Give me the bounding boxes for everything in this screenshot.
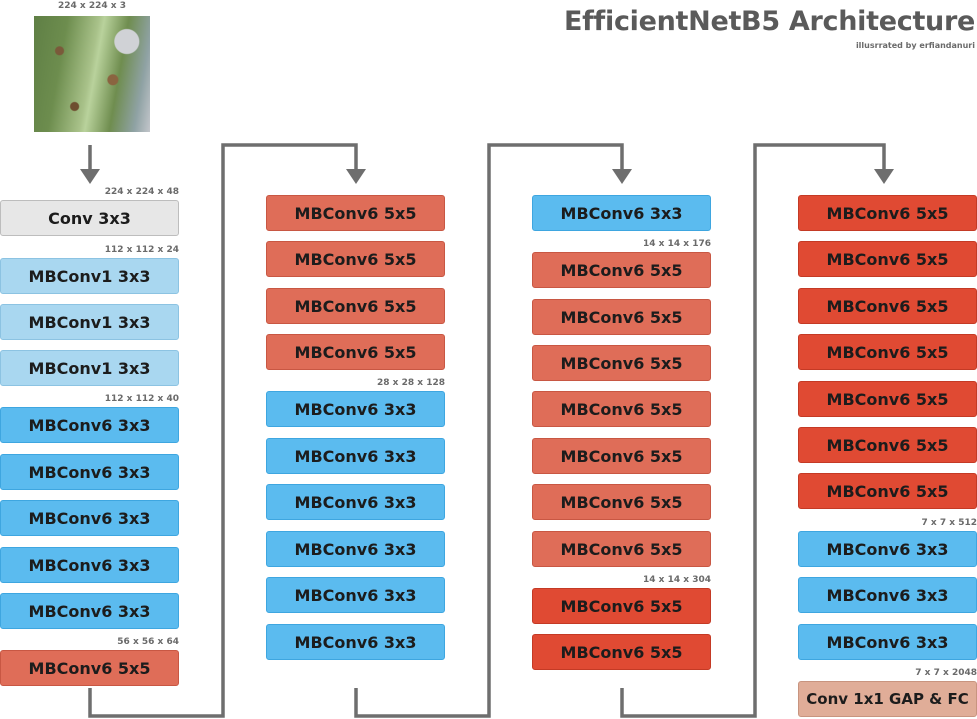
- layer-block: MBConv6 3x3: [266, 531, 445, 567]
- layer-block: MBConv1 3x3: [0, 304, 179, 340]
- tensor-shape-label: 7 x 7 x 2048: [915, 668, 977, 678]
- tensor-shape-label: 7 x 7 x 512: [921, 518, 977, 528]
- input-leaf-image: [34, 16, 150, 132]
- layer-block: MBConv6 5x5: [798, 334, 977, 370]
- layer-block: MBConv6 5x5: [798, 473, 977, 509]
- layer-block: MBConv6 5x5: [532, 299, 711, 335]
- layer-block: MBConv6 3x3: [266, 484, 445, 520]
- layer-block: MBConv1 3x3: [0, 350, 179, 386]
- layer-block: MBConv6 5x5: [798, 241, 977, 277]
- layer-block: MBConv6 3x3: [0, 407, 179, 443]
- diagram-title: EfficientNetB5 Architecture: [563, 6, 975, 37]
- arrowhead-col3: [612, 169, 632, 184]
- tensor-shape-label: 112 x 112 x 24: [104, 245, 179, 255]
- layer-block: MBConv6 3x3: [266, 391, 445, 427]
- tensor-shape-label: 56 x 56 x 64: [117, 637, 179, 647]
- layer-block: MBConv6 5x5: [532, 484, 711, 520]
- tensor-shape-label: 14 x 14 x 304: [643, 575, 711, 585]
- input-arrowhead: [80, 169, 100, 184]
- layer-block: MBConv6 5x5: [532, 252, 711, 288]
- layer-block: MBConv6 5x5: [0, 650, 179, 686]
- layer-block: Conv 1x1 GAP & FC: [798, 681, 977, 717]
- layer-block: MBConv6 5x5: [532, 634, 711, 670]
- connector-col2-to-col3: [354, 143, 624, 718]
- layer-block: MBConv6 5x5: [798, 381, 977, 417]
- layer-block: MBConv6 3x3: [798, 577, 977, 613]
- layer-block: MBConv6 5x5: [266, 334, 445, 370]
- tensor-shape-label: 28 x 28 x 128: [377, 378, 445, 388]
- layer-block: MBConv6 5x5: [798, 195, 977, 231]
- layer-block: MBConv6 3x3: [798, 624, 977, 660]
- layer-block: MBConv6 3x3: [0, 547, 179, 583]
- layer-block: MBConv6 5x5: [266, 195, 445, 231]
- connector-col1-to-col2: [88, 143, 358, 718]
- layer-block: MBConv6 5x5: [266, 288, 445, 324]
- arrowhead-col4: [874, 169, 894, 184]
- layer-block: MBConv6 5x5: [532, 391, 711, 427]
- layer-block: MBConv6 3x3: [0, 593, 179, 629]
- tensor-shape-label: 112 x 112 x 40: [104, 394, 179, 404]
- layer-block: MBConv1 3x3: [0, 258, 179, 294]
- diagram-credit: illusrrated by erfiandanuri: [855, 41, 975, 50]
- layer-block: MBConv6 3x3: [266, 624, 445, 660]
- layer-block: MBConv6 5x5: [532, 588, 711, 624]
- layer-block: MBConv6 5x5: [266, 241, 445, 277]
- layer-block: MBConv6 5x5: [532, 531, 711, 567]
- layer-block: Conv 3x3: [0, 200, 179, 236]
- connector-col3-to-col4: [620, 143, 886, 718]
- tensor-shape-label: 224 x 224 x 48: [104, 187, 179, 197]
- layer-block: MBConv6 5x5: [532, 438, 711, 474]
- layer-block: MBConv6 5x5: [532, 345, 711, 381]
- layer-block: MBConv6 3x3: [266, 438, 445, 474]
- input-shape-label: 224 x 224 x 3: [58, 1, 126, 11]
- layer-block: MBConv6 3x3: [798, 531, 977, 567]
- tensor-shape-label: 14 x 14 x 176: [643, 239, 711, 249]
- arrowhead-col2: [346, 169, 366, 184]
- layer-block: MBConv6 3x3: [532, 195, 711, 231]
- layer-block: MBConv6 3x3: [0, 454, 179, 490]
- layer-block: MBConv6 3x3: [266, 577, 445, 613]
- layer-block: MBConv6 5x5: [798, 288, 977, 324]
- layer-block: MBConv6 5x5: [798, 427, 977, 463]
- layer-block: MBConv6 3x3: [0, 500, 179, 536]
